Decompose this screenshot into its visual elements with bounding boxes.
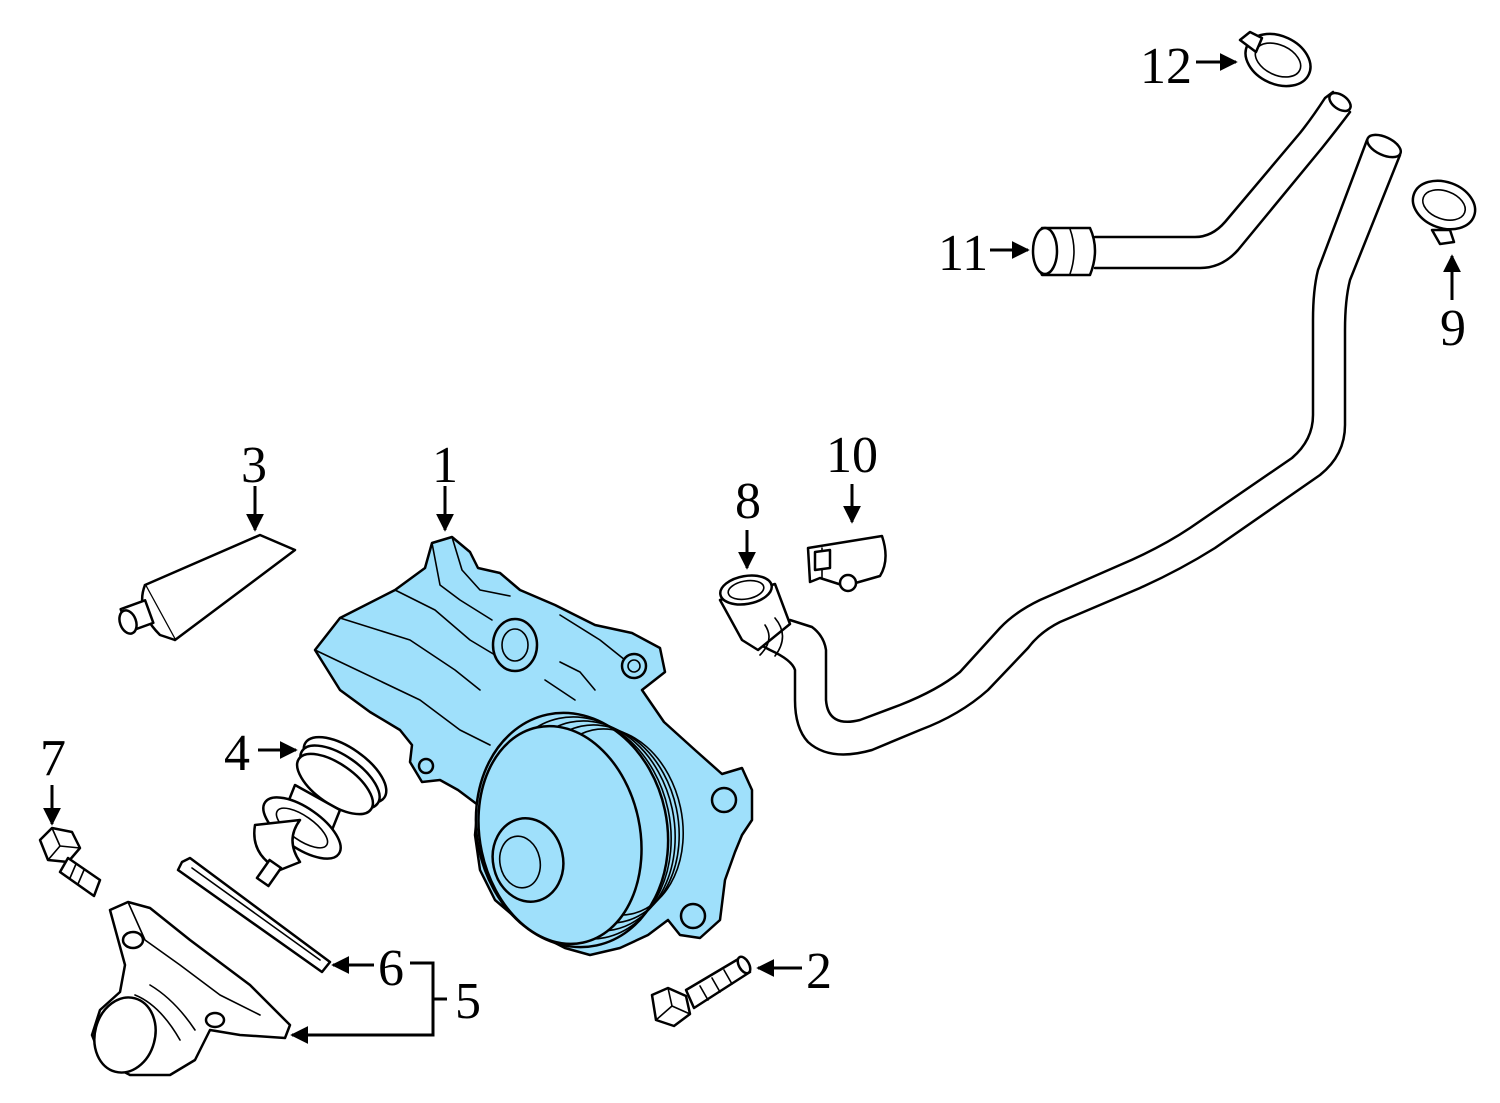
- bolt-thermostat-housing[interactable]: [38, 826, 102, 898]
- gasket[interactable]: [176, 856, 332, 974]
- upper-coolant-hose[interactable]: [1031, 89, 1354, 277]
- callout-4: 4: [224, 725, 250, 782]
- leader-lines: [43, 53, 1461, 1044]
- leader-5: [290, 961, 435, 1044]
- hose-clamp-upper[interactable]: [1237, 24, 1319, 96]
- callout-1: 1: [432, 437, 458, 494]
- thermostat-housing[interactable]: [86, 900, 292, 1079]
- callout-12: 12: [1140, 38, 1192, 95]
- callout-5: 5: [455, 973, 481, 1030]
- lower-coolant-hose[interactable]: [718, 130, 1404, 756]
- callout-10: 10: [826, 427, 878, 484]
- water-pump[interactable]: [313, 535, 754, 965]
- thermostat[interactable]: [253, 724, 397, 888]
- callout-3: 3: [241, 437, 267, 494]
- sealant-tube[interactable]: [116, 533, 297, 642]
- bolt-water-pump[interactable]: [650, 955, 753, 1028]
- callout-9: 9: [1440, 300, 1466, 357]
- callout-6: 6: [378, 940, 404, 997]
- callout-8: 8: [735, 473, 761, 530]
- hose-clamp-middle[interactable]: [806, 534, 887, 593]
- callout-labels: 12 11 9 10 8 1 3 4 7 2 6 5: [40, 38, 1466, 1030]
- callout-11: 11: [938, 225, 988, 282]
- callout-7: 7: [40, 730, 66, 787]
- callout-2: 2: [806, 943, 832, 1000]
- hose-clamp-right[interactable]: [1406, 172, 1482, 246]
